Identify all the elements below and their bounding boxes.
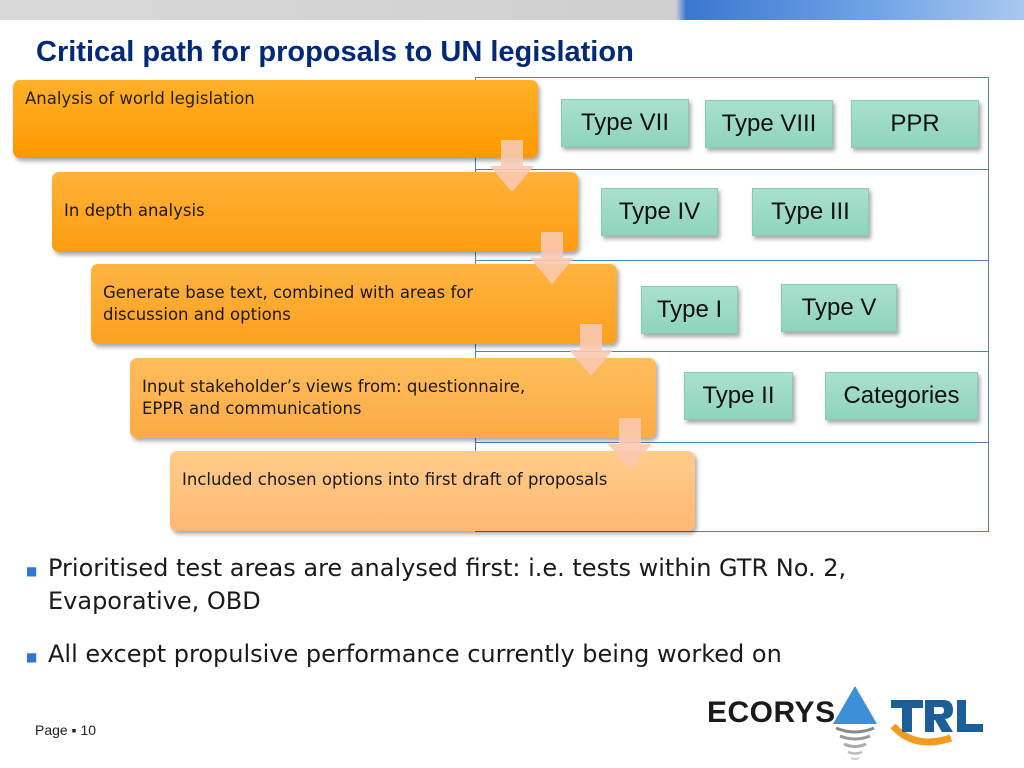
ecorys-logo: ECORYS [707, 696, 836, 729]
type-tag: Type VIII [705, 100, 833, 148]
down-arrow-icon [608, 418, 652, 470]
bullet-list: ■ Prioritised test areas are analysed fi… [26, 552, 996, 694]
bullet-item: ■ Prioritised test areas are analysed fi… [26, 552, 996, 618]
top-banner [0, 0, 1024, 20]
bullet-text: Prioritised test areas are analysed firs… [48, 554, 847, 615]
type-tag: PPR [851, 100, 979, 148]
type-tag: Categories [825, 372, 978, 420]
process-step-4: Input stakeholder’s views from: question… [130, 358, 656, 438]
page-number: Page ▪ 10 [35, 722, 97, 738]
type-tag: Type VII [561, 99, 689, 147]
bullet-item: ■ All except propulsive performance curr… [26, 638, 996, 674]
process-step-2: In depth analysis [52, 172, 578, 252]
grid-divider [476, 442, 988, 443]
slide-title: Critical path for proposals to UN legisl… [36, 36, 634, 68]
trl-logo [890, 700, 983, 746]
process-step-label: In depth analysis [64, 201, 205, 220]
type-tag: Type III [752, 188, 869, 236]
grid-divider [476, 260, 988, 261]
grid-divider [476, 169, 988, 170]
process-step-label: Generate base text, combined with areas … [103, 283, 474, 324]
bullet-text: All except propulsive performance curren… [48, 640, 782, 668]
process-step-5: Included chosen options into first draft… [170, 451, 695, 531]
process-step-label: Input stakeholder’s views from: question… [142, 377, 526, 418]
down-arrow-icon [530, 232, 574, 284]
ecorys-pyramid-icon [833, 686, 877, 760]
type-tag: Type II [684, 372, 793, 420]
down-arrow-icon [569, 324, 613, 376]
type-tag: Type V [781, 284, 897, 332]
bullet-square-icon: ■ [26, 564, 38, 578]
process-step-label: Included chosen options into first draft… [182, 470, 608, 489]
process-step-3: Generate base text, combined with areas … [91, 264, 617, 344]
process-step-1: Analysis of world legislation [13, 80, 538, 158]
type-tag: Type IV [601, 188, 718, 236]
grid-divider [476, 351, 988, 352]
bullet-square-icon: ■ [26, 650, 38, 664]
down-arrow-icon [490, 140, 534, 192]
type-tag: Type I [641, 286, 738, 334]
process-step-label: Analysis of world legislation [25, 89, 255, 108]
